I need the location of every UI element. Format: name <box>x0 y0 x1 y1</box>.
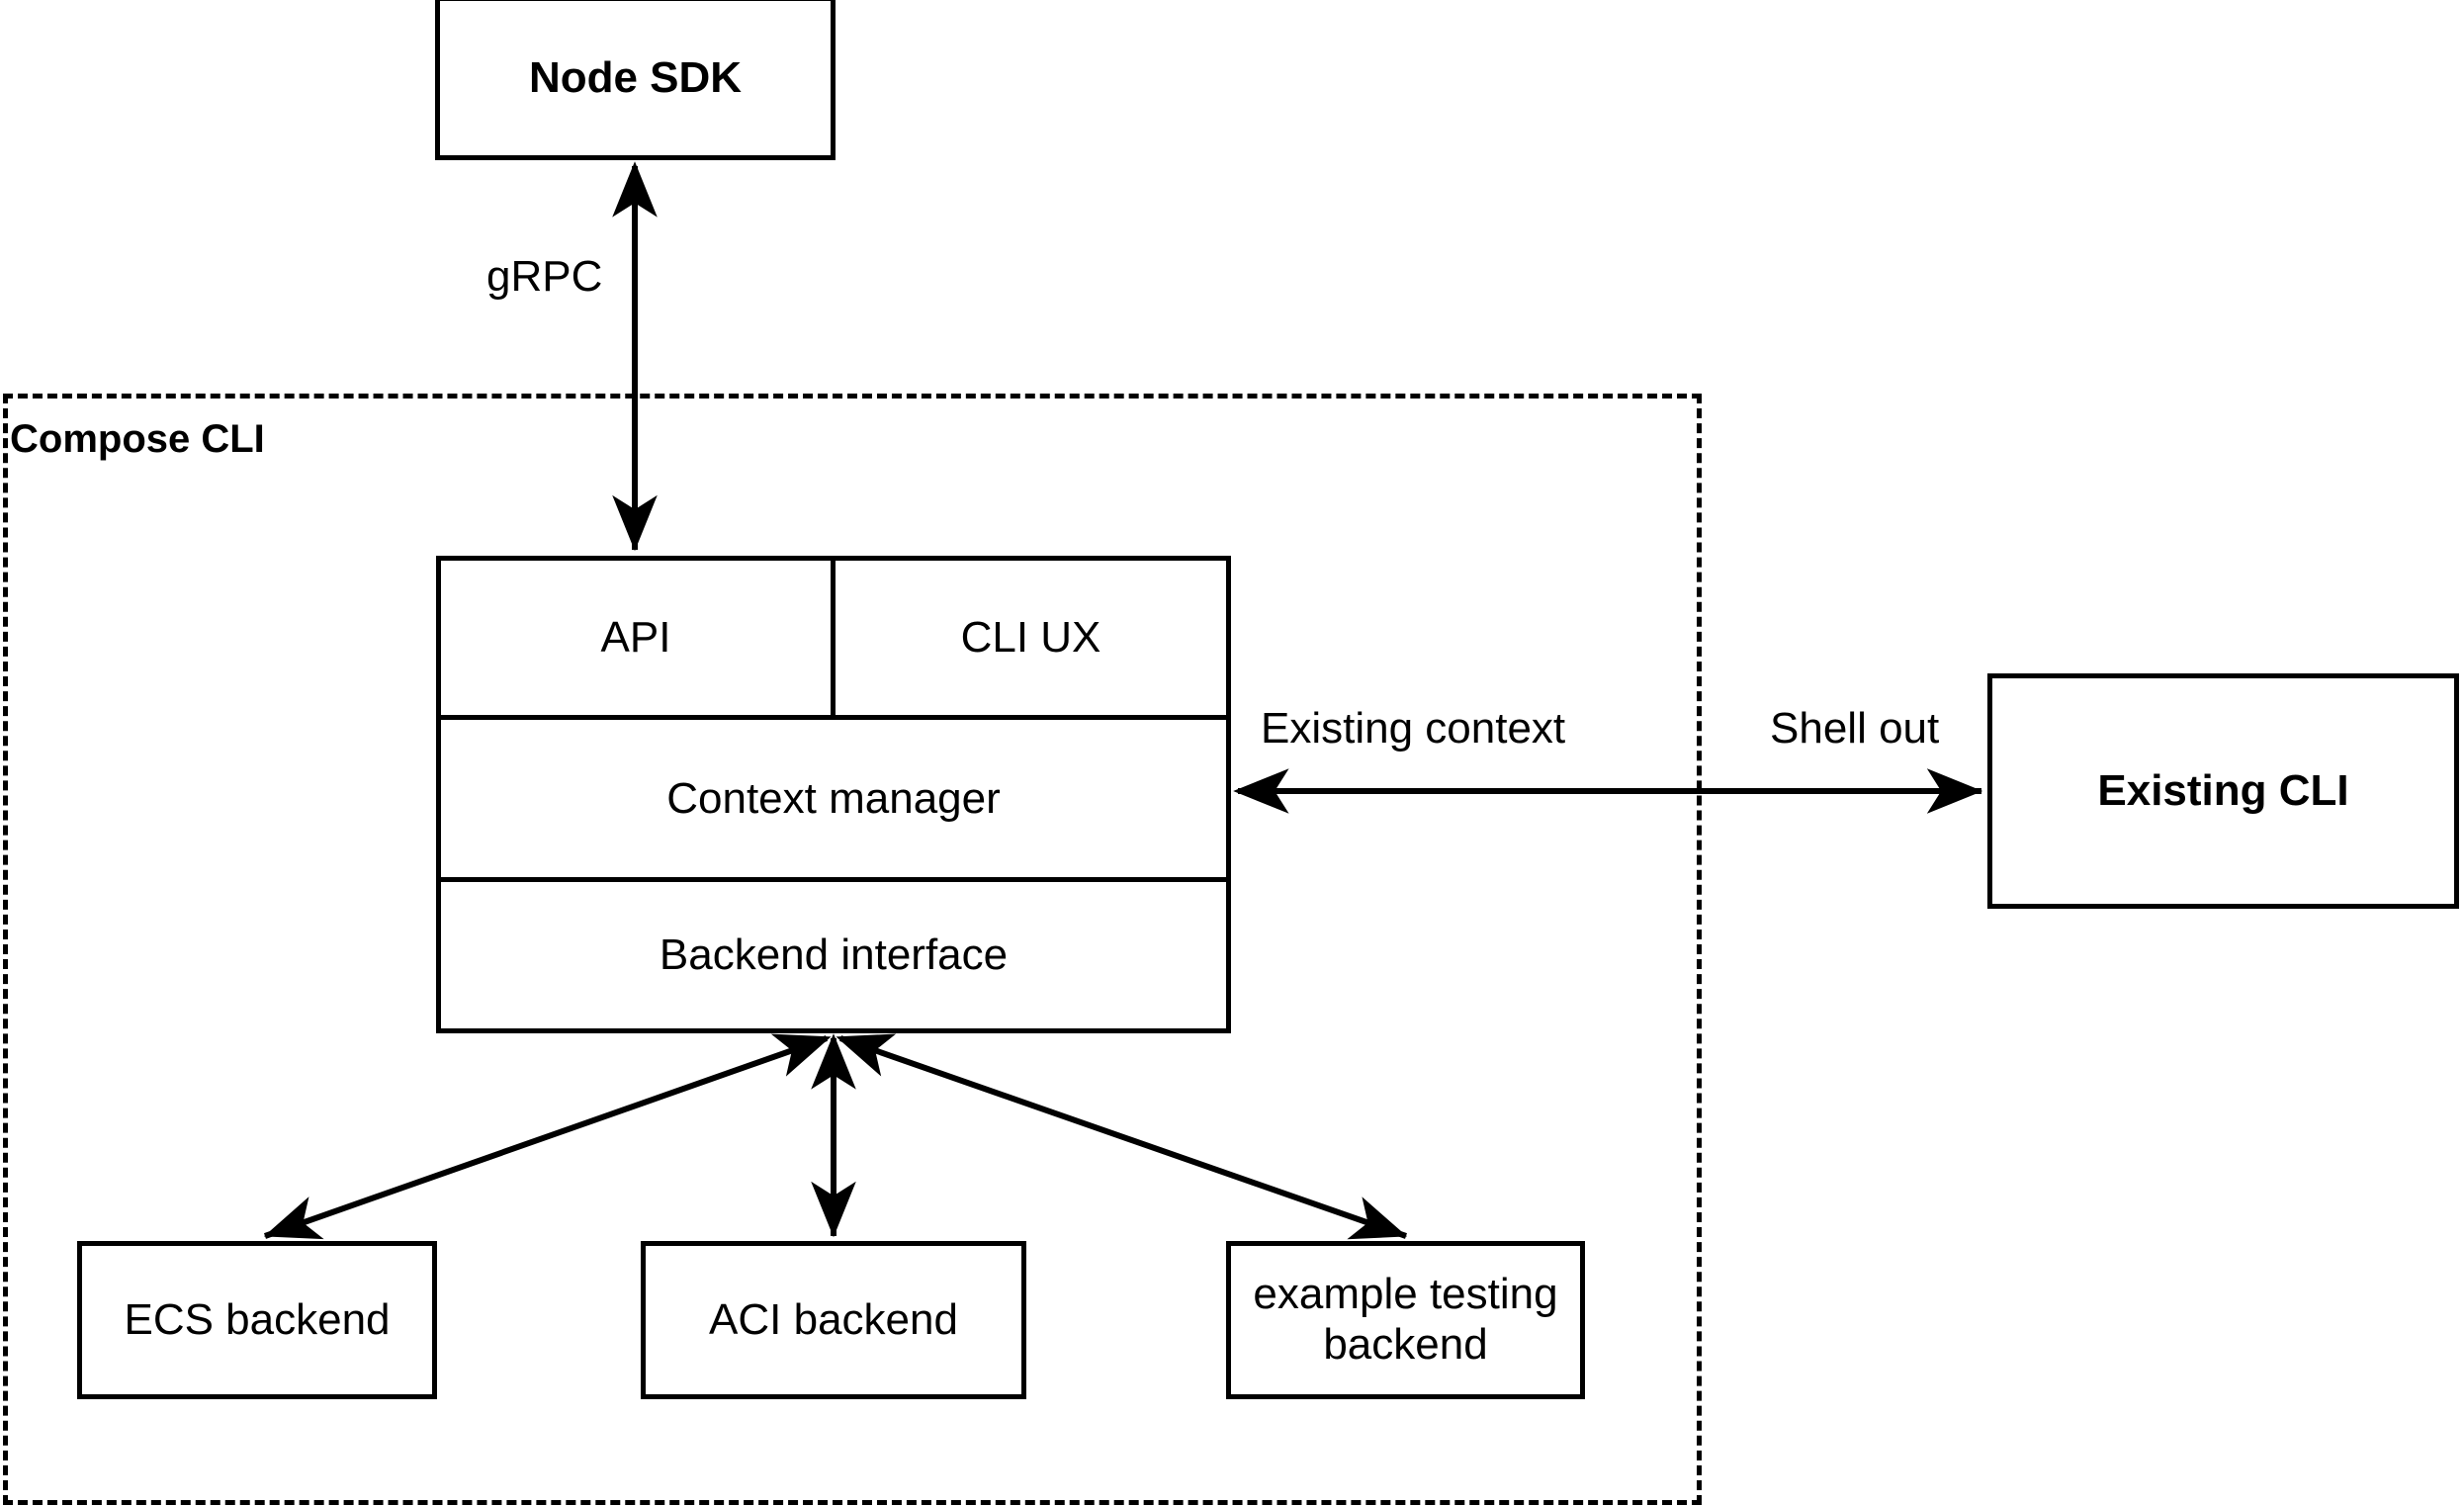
aci-backend-box[interactable]: ACI backend <box>641 1241 1026 1399</box>
example-testing-backend-line-2: backend <box>1323 1320 1488 1369</box>
cli-ux-cell[interactable]: CLI UX <box>960 613 1101 662</box>
grpc-edge-label: gRPC <box>486 252 603 301</box>
api-cell[interactable]: API <box>441 561 836 715</box>
compose-cli-group-label: Compose CLI <box>10 417 265 461</box>
existing-cli-box[interactable]: Existing CLI <box>1987 673 2459 909</box>
compose-cli-stack: API CLI UX Context manager Backend inter… <box>436 556 1231 1033</box>
existing-context-edge-label: Existing context <box>1261 704 1566 753</box>
example-testing-backend-line-1: example testing <box>1253 1270 1558 1319</box>
compose-cli-group-boundary <box>3 394 1702 1505</box>
shell-out-edge-label: Shell out <box>1770 704 1940 753</box>
context-manager-cell[interactable]: Context manager <box>666 773 1001 823</box>
backend-interface-cell[interactable]: Backend interface <box>659 931 1009 979</box>
node-sdk-box[interactable]: Node SDK <box>435 0 836 160</box>
stack-row-context-manager: Context manager <box>441 720 1226 882</box>
example-testing-backend-box[interactable]: example testing backend <box>1226 1241 1585 1399</box>
stack-row-backend-interface: Backend interface <box>441 882 1226 1028</box>
stack-row-api: API CLI UX <box>441 561 1226 720</box>
ecs-backend-box[interactable]: ECS backend <box>77 1241 437 1399</box>
